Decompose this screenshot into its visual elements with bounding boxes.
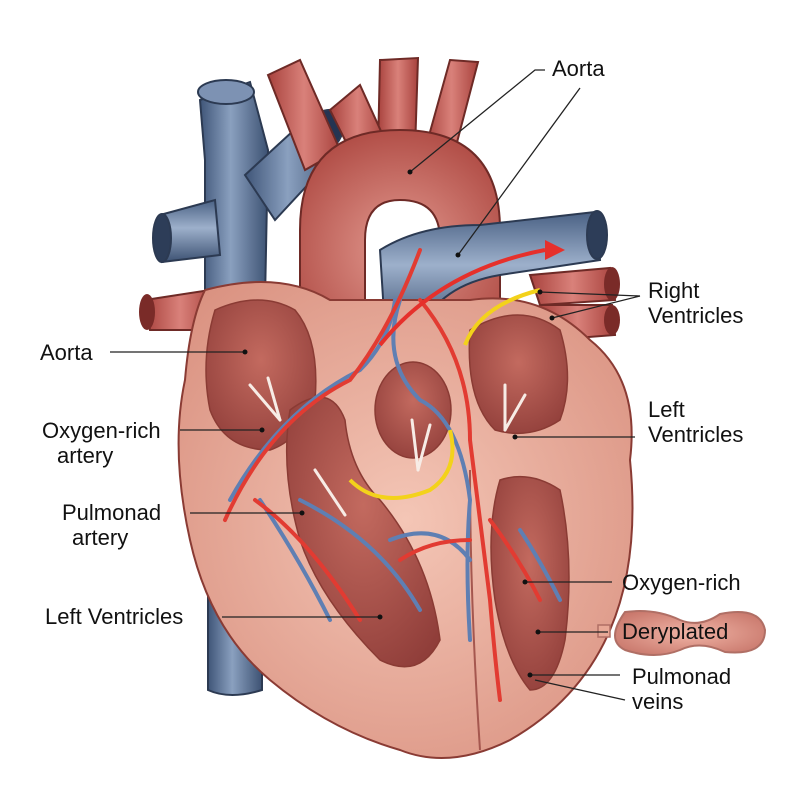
coronary-veins	[228, 298, 562, 642]
left-atrium-chamber	[468, 314, 569, 435]
label-pulmonad-artery: Pulmonad artery	[62, 500, 161, 550]
blood-flow-arrowhead	[545, 240, 565, 260]
blood-flow-yellow-top	[463, 288, 541, 346]
label-aorta-left: Aorta	[40, 340, 93, 365]
label-right-ventricles-line1: Right	[648, 278, 700, 303]
label-oxygen-rich: Oxygen-rich	[622, 570, 741, 595]
deryplated-vessel	[597, 610, 767, 656]
coronary-arteries	[223, 248, 542, 702]
label-left-ventricles-right-line1: Left	[648, 397, 685, 422]
label-left-ventricles-right: Left Ventricles	[648, 397, 743, 447]
leader-lines	[110, 69, 641, 701]
leader-dots	[242, 169, 555, 678]
label-oxygen-rich-artery-line2: artery	[57, 443, 114, 468]
label-deryplated: Deryplated	[622, 619, 729, 644]
label-oxygen-rich-artery: Oxygen-rich artery	[42, 418, 161, 468]
label-oxygen-rich-artery-line1: Oxygen-rich	[42, 418, 161, 443]
label-pulmonad-veins: Pulmonad veins	[632, 664, 731, 714]
aortic-valve-chamber	[374, 361, 452, 459]
label-pulmonad-artery-line1: Pulmonad	[62, 500, 162, 525]
label-pulmonad-veins-line1: Pulmonad	[632, 664, 732, 689]
label-aorta-top: Aorta	[552, 56, 605, 81]
blood-flow-yellow-bottom	[348, 429, 455, 500]
label-right-ventricles-line2: Ventricles	[648, 303, 744, 328]
label-left-ventricles-left: Left Ventricles	[45, 604, 184, 629]
valve-cords	[248, 376, 527, 517]
label-pulmonad-artery-line2: artery	[72, 525, 129, 550]
label-left-ventricles-right-line2: Ventricles	[648, 422, 744, 447]
blood-flow-arrow-red	[378, 248, 546, 347]
label-pulmonad-veins-line2: veins	[632, 689, 684, 714]
label-right-ventricles: Right Ventricles	[648, 278, 743, 328]
